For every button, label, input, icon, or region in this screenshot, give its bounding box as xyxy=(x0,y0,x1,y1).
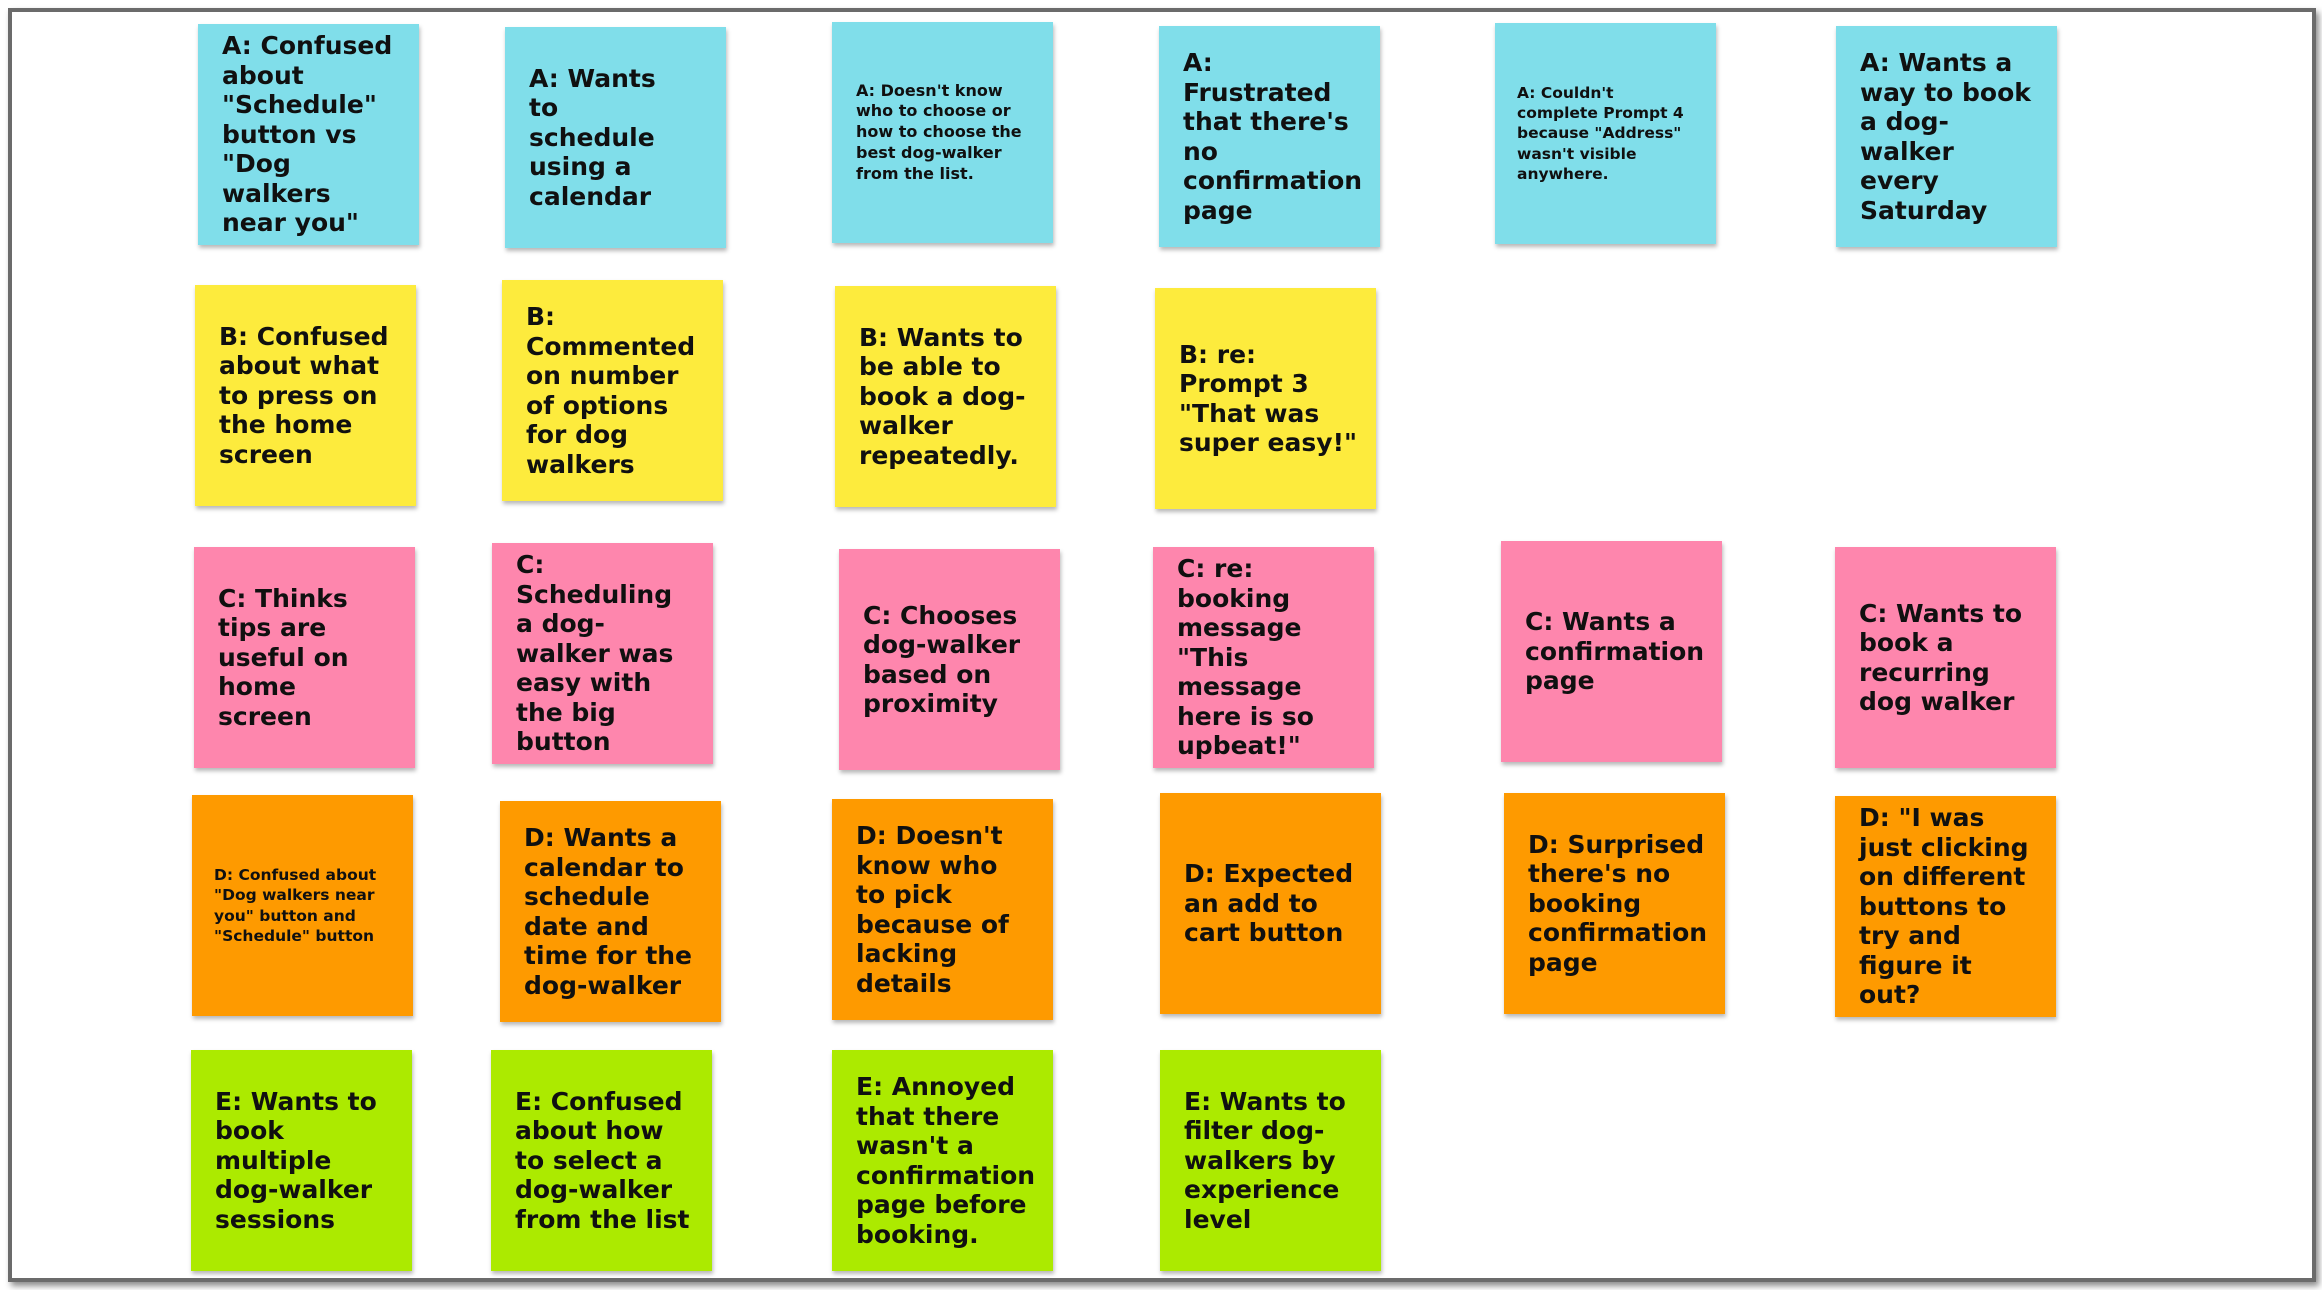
sticky-note-a2[interactable]: A: Wants to schedule using a calendar xyxy=(505,27,726,248)
affinity-board: A: Confused about "Schedule" button vs "… xyxy=(8,8,2316,1282)
note-text: C: Scheduling a dog-walker was easy with… xyxy=(516,550,674,757)
note-text: D: Confused about "Dog walkers near you"… xyxy=(214,866,377,945)
sticky-note-c1[interactable]: C: Thinks tips are useful on home screen xyxy=(194,547,415,768)
note-text: B: Confused about what to press on the h… xyxy=(219,321,389,469)
note-text: A: Wants to schedule using a calendar xyxy=(529,63,656,211)
sticky-note-a4[interactable]: A: Frustrated that there's no confirmati… xyxy=(1159,26,1380,247)
sticky-note-d5[interactable]: D: Surprised there's no booking confirma… xyxy=(1504,793,1725,1014)
sticky-note-b4[interactable]: B: re: Prompt 3 "That was super easy!" xyxy=(1155,288,1376,509)
sticky-note-e2[interactable]: E: Confused about how to select a dog-wa… xyxy=(491,1050,712,1271)
note-text: E: Wants to filter dog-walkers by experi… xyxy=(1184,1086,1346,1234)
sticky-note-b1[interactable]: B: Confused about what to press on the h… xyxy=(195,285,416,506)
sticky-note-a5[interactable]: A: Couldn't complete Prompt 4 because "A… xyxy=(1495,23,1716,244)
note-text: A: Wants a way to book a dog-walker ever… xyxy=(1860,48,2031,225)
note-text: D: Doesn't know who to pick because of l… xyxy=(856,821,1009,998)
sticky-note-b2[interactable]: B: Commented on number of options for do… xyxy=(502,280,723,501)
note-text: D: Wants a calendar to schedule date and… xyxy=(524,823,693,1000)
sticky-note-c6[interactable]: C: Wants to book a recurring dog walker xyxy=(1835,547,2056,768)
note-text: C: Wants a confirmation page xyxy=(1525,607,1705,696)
sticky-note-e4[interactable]: E: Wants to filter dog-walkers by experi… xyxy=(1160,1050,1381,1271)
note-text: D: Surprised there's no booking confirma… xyxy=(1528,829,1708,977)
sticky-note-d4[interactable]: D: Expected an add to cart button xyxy=(1160,793,1381,1014)
sticky-note-b3[interactable]: B: Wants to be able to book a dog-walker… xyxy=(835,286,1056,507)
note-text: A: Couldn't complete Prompt 4 because "A… xyxy=(1517,84,1684,183)
note-text: C: Thinks tips are useful on home screen xyxy=(218,583,349,731)
note-text: E: Wants to book multiple dog-walker ses… xyxy=(215,1086,377,1234)
sticky-note-c4[interactable]: C: re: booking message "This message her… xyxy=(1153,547,1374,768)
note-text: B: Wants to be able to book a dog-walker… xyxy=(859,322,1026,470)
sticky-note-e3[interactable]: E: Annoyed that there wasn't a confirmat… xyxy=(832,1050,1053,1271)
note-text: C: re: booking message "This message her… xyxy=(1177,554,1314,761)
note-text: B: re: Prompt 3 "That was super easy!" xyxy=(1179,339,1357,458)
sticky-note-c5[interactable]: C: Wants a confirmation page xyxy=(1501,541,1722,762)
sticky-note-e1[interactable]: E: Wants to book multiple dog-walker ses… xyxy=(191,1050,412,1271)
sticky-note-d3[interactable]: D: Doesn't know who to pick because of l… xyxy=(832,799,1053,1020)
sticky-note-d6[interactable]: D: "I was just clicking on different but… xyxy=(1835,796,2056,1017)
note-text: C: Chooses dog-walker based on proximity xyxy=(863,600,1021,719)
note-text: B: Commented on number of options for do… xyxy=(526,302,696,479)
note-text: D: "I was just clicking on different but… xyxy=(1859,803,2029,1010)
sticky-note-a6[interactable]: A: Wants a way to book a dog-walker ever… xyxy=(1836,26,2057,247)
note-text: A: Confused about "Schedule" button vs "… xyxy=(222,31,393,238)
sticky-note-d2[interactable]: D: Wants a calendar to schedule date and… xyxy=(500,801,721,1022)
sticky-note-a3[interactable]: A: Doesn't know who to choose or how to … xyxy=(832,22,1053,243)
note-text: E: Annoyed that there wasn't a confirmat… xyxy=(856,1072,1036,1249)
note-text: A: Doesn't know who to choose or how to … xyxy=(856,80,1022,183)
sticky-note-a1[interactable]: A: Confused about "Schedule" button vs "… xyxy=(198,24,419,245)
sticky-note-c3[interactable]: C: Chooses dog-walker based on proximity xyxy=(839,549,1060,770)
note-text: D: Expected an add to cart button xyxy=(1184,859,1354,948)
note-text: E: Confused about how to select a dog-wa… xyxy=(515,1086,690,1234)
sticky-note-d1[interactable]: D: Confused about "Dog walkers near you"… xyxy=(192,795,413,1016)
note-text: C: Wants to book a recurring dog walker xyxy=(1859,598,2023,717)
sticky-note-c2[interactable]: C: Scheduling a dog-walker was easy with… xyxy=(492,543,713,764)
note-text: A: Frustrated that there's no confirmati… xyxy=(1183,48,1363,225)
